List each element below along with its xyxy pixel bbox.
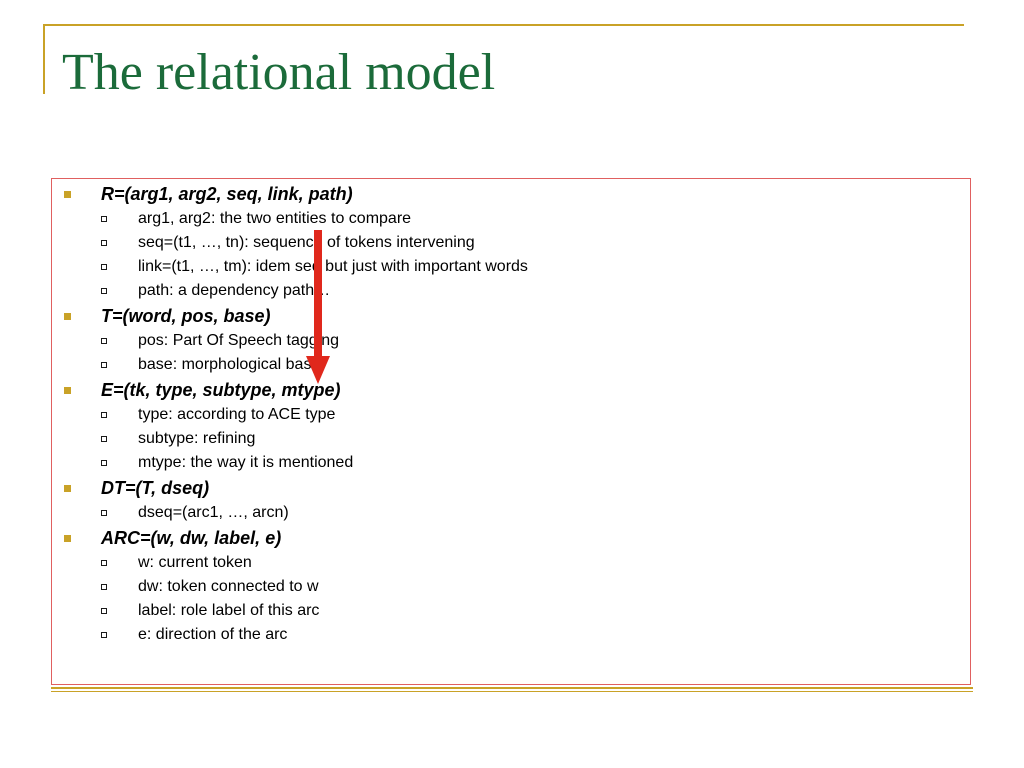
sub-bullet-item: e: direction of the arc [101,623,528,647]
hollow-square-bullet-icon [101,362,107,368]
square-bullet-icon [64,191,71,198]
sub-bullet-text: e: direction of the arc [138,626,288,643]
square-bullet-icon [64,313,71,320]
square-bullet-icon [64,387,71,394]
sub-bullet-list: dseq=(arc1, …, arcn) [101,501,528,525]
sub-bullet-list: type: according to ACE type subtype: ref… [101,403,528,475]
hollow-square-bullet-icon [101,216,107,222]
sub-bullet-item: w: current token [101,551,528,575]
sub-bullet-text: path: a dependency path… [138,282,331,299]
bullet-label: E=(tk, type, subtype, mtype) [101,380,341,400]
bullet-list: R=(arg1, arg2, seq, link, path) arg1, ar… [62,181,528,647]
hollow-square-bullet-icon [101,632,107,638]
bullet-label: ARC=(w, dw, label, e) [101,528,282,548]
sub-bullet-item: mtype: the way it is mentioned [101,451,528,475]
sub-bullet-item: dseq=(arc1, …, arcn) [101,501,528,525]
hollow-square-bullet-icon [101,436,107,442]
hollow-square-bullet-icon [101,584,107,590]
hollow-square-bullet-icon [101,608,107,614]
slide-title: The relational model [62,44,496,101]
sub-bullet-text: seq=(t1, …, tn): sequence of tokens inte… [138,234,475,251]
hollow-square-bullet-icon [101,338,107,344]
title-frame-left-rule [43,24,45,94]
square-bullet-icon [64,485,71,492]
hollow-square-bullet-icon [101,460,107,466]
sub-bullet-text: base: morphological base [138,356,321,373]
bullet-label: R=(arg1, arg2, seq, link, path) [101,184,353,204]
sub-bullet-item: label: role label of this arc [101,599,528,623]
bullet-label: T=(word, pos, base) [101,306,271,326]
sub-bullet-text: arg1, arg2: the two entities to compare [138,210,412,227]
sub-bullet-text: mtype: the way it is mentioned [138,454,354,471]
sub-bullet-item: type: according to ACE type [101,403,528,427]
sub-bullet-text: label: role label of this arc [138,602,320,619]
bullet-item-r: R=(arg1, arg2, seq, link, path) arg1, ar… [62,181,528,303]
sub-bullet-item: link=(t1, …, tm): idem seq but just with… [101,255,528,279]
sub-bullet-list: arg1, arg2: the two entities to compare … [101,207,528,303]
sub-bullet-text: type: according to ACE type [138,406,336,423]
hollow-square-bullet-icon [101,510,107,516]
sub-bullet-text: dw: token connected to w [138,578,319,595]
square-bullet-icon [64,535,71,542]
hollow-square-bullet-icon [101,264,107,270]
bullet-item-arc: ARC=(w, dw, label, e) w: current token d… [62,525,528,647]
sub-bullet-list: pos: Part Of Speech tagging base: morpho… [101,329,528,377]
hollow-square-bullet-icon [101,412,107,418]
sub-bullet-item: path: a dependency path… [101,279,528,303]
sub-bullet-text: link=(t1, …, tm): idem seq but just with… [138,258,528,275]
bullet-item-e: E=(tk, type, subtype, mtype) type: accor… [62,377,528,475]
bullet-item-dt: DT=(T, dseq) dseq=(arc1, …, arcn) [62,475,528,525]
content-box [51,178,971,685]
sub-bullet-item: base: morphological base [101,353,528,377]
sub-bullet-text: subtype: refining [138,430,256,447]
title-frame-top-rule [43,24,964,26]
hollow-square-bullet-icon [101,560,107,566]
sub-bullet-item: seq=(t1, …, tn): sequence of tokens inte… [101,231,528,255]
sub-bullet-item: pos: Part Of Speech tagging [101,329,528,353]
bottom-rule-thin [51,691,973,692]
hollow-square-bullet-icon [101,240,107,246]
bullet-label: DT=(T, dseq) [101,478,210,498]
down-arrow-icon [306,230,330,384]
sub-bullet-text: pos: Part Of Speech tagging [138,332,340,349]
sub-bullet-text: w: current token [138,554,252,571]
sub-bullet-list: w: current token dw: token connected to … [101,551,528,647]
sub-bullet-text: dseq=(arc1, …, arcn) [138,504,289,521]
bottom-rule [51,687,973,689]
sub-bullet-item: dw: token connected to w [101,575,528,599]
bullet-item-t: T=(word, pos, base) pos: Part Of Speech … [62,303,528,377]
sub-bullet-item: subtype: refining [101,427,528,451]
sub-bullet-item: arg1, arg2: the two entities to compare [101,207,528,231]
hollow-square-bullet-icon [101,288,107,294]
